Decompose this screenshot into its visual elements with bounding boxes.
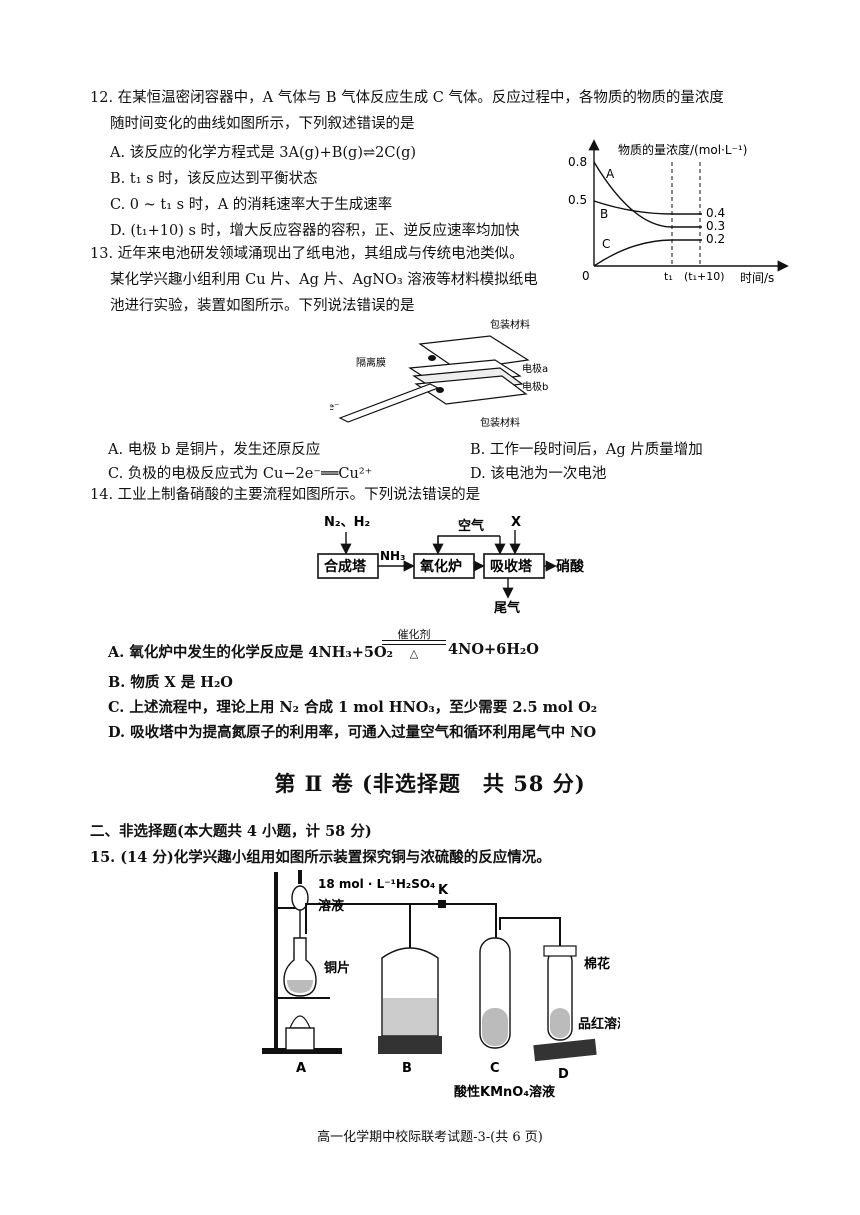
curve-a xyxy=(593,161,702,228)
q13-option-b: B. 工作一段时间后，Ag 片质量增加 xyxy=(470,442,703,458)
box3-label: 吸收塔 xyxy=(490,558,533,575)
series-label-c: C xyxy=(602,237,610,251)
q14-option-b: B. 物质 X 是 H₂O xyxy=(108,674,233,691)
y-tick-05: 0.5 xyxy=(568,193,587,207)
q14-stem: 14. 工业上制备硝酸的主要流程如图所示。下列说法错误的是 xyxy=(90,487,481,503)
box1-label: 合成塔 xyxy=(324,558,367,575)
q12-option-c: C. 0 ~ t₁ s 时，A 的消耗速率大于生成速率 xyxy=(110,197,393,213)
q13-stem-line2: 某化学兴趣小组利用 Cu 片、Ag 片、AgNO₃ 溶液等材料模拟纸电 xyxy=(110,272,538,288)
q13-option-a: A. 电极 b 是铜片，发生还原反应 xyxy=(108,442,321,458)
series-label-a: A xyxy=(606,167,615,181)
x-tick-t1: t₁ xyxy=(664,270,673,283)
flow-input: N₂、H₂ xyxy=(324,515,370,530)
q14-option-c: C. 上述流程中，理论上用 N₂ 合成 1 mol HNO₃，至少需要 2.5 … xyxy=(108,699,598,716)
flow-nh3: NH₃ xyxy=(380,549,405,563)
label-solution: 溶液 xyxy=(318,898,344,914)
label-pinhong: 品红溶液 xyxy=(578,1016,620,1032)
chart-ylabel: 物质的量浓度/(mol·L⁻¹) xyxy=(618,142,747,157)
end-label-02: 0.2 xyxy=(706,232,725,246)
label-copper: 铜片 xyxy=(323,960,350,976)
x-tick-t1-plus-10: (t₁+10) xyxy=(684,270,725,283)
apparatus-figure: 18 mol · L⁻¹H₂SO₄ 溶液 K 铜片 棉花 品红溶液 A B C … xyxy=(262,870,620,1100)
stand-d xyxy=(533,1038,597,1062)
label-acid: 18 mol · L⁻¹H₂SO₄ xyxy=(318,877,435,891)
burner-flame xyxy=(289,1015,311,1029)
box-oxidation-furnace xyxy=(413,553,475,579)
q15-stem: 15. (14 分)化学兴趣小组用如图所示装置探究铜与浓硫酸的反应情况。 xyxy=(90,849,551,866)
alcohol-lamp xyxy=(285,1027,315,1051)
wire xyxy=(338,383,440,423)
y-tick-08: 0.8 xyxy=(568,155,587,169)
label-kmno4: 酸性KMnO₄溶液 xyxy=(454,1084,555,1100)
q12-option-d: D. (t₁+10) s 时，增大反应容器的容积，正、逆反应速率均加快 xyxy=(110,223,520,239)
end-label-04: 0.4 xyxy=(706,206,725,220)
section-title: 第 Ⅱ 卷 (非选择题 共 58 分) xyxy=(274,771,586,796)
label-separator: 隔离膜 xyxy=(356,356,386,369)
box-absorption-tower xyxy=(483,553,545,579)
curve-c xyxy=(593,239,702,267)
ring-stand-rod xyxy=(274,872,278,1052)
q12-option-b: B. t₁ s 时，该反应达到平衡状态 xyxy=(110,171,318,187)
q13-option-d: D. 该电池为一次电池 xyxy=(470,466,607,482)
q14-option-d: D. 吸收塔中为提高氮原子的利用率，可通入过量空气和循环利用尾气中 NO xyxy=(108,724,597,741)
chart-origin: 0 xyxy=(582,269,590,283)
box-synthesis-tower xyxy=(317,553,379,579)
chart-xlabel: 时间/s xyxy=(740,271,774,285)
q12-stem-line1: 12. 在某恒温密闭容器中，A 气体与 B 气体反应生成 C 气体。反应过程中，… xyxy=(90,90,724,106)
electron-label: e⁻ xyxy=(330,402,339,413)
top-packaging xyxy=(418,335,530,371)
page-footer: 高一化学期中校际联考试题-3-(共 6 页) xyxy=(317,1130,543,1145)
q14-option-a-rhs: 4NO+6H₂O xyxy=(448,641,539,658)
q13-option-c: C. 负极的电极反应式为 Cu−2e⁻══Cu²⁺ xyxy=(108,466,373,482)
q14-heat: △ xyxy=(409,647,419,660)
flow-tail-gas: 尾气 xyxy=(494,600,520,616)
curve-b xyxy=(593,200,702,215)
bottom-packaging xyxy=(414,375,528,405)
q14-catalyst: 催化剂 xyxy=(397,628,431,641)
label-cotton: 棉花 xyxy=(584,956,610,972)
cotton-plug xyxy=(543,945,577,957)
concentration-chart: 物质的量浓度/(mol·L⁻¹) 0.8 0.5 0 t₁ (t₁+10) 时间… xyxy=(568,139,789,285)
label-pack-bottom: 包装材料 xyxy=(480,416,520,429)
label-d: D xyxy=(558,1067,569,1082)
ring-stand-base xyxy=(262,1048,342,1054)
label-electrode-b: 电极b xyxy=(522,380,548,393)
q12-option-a: A. 该反应的化学方程式是 3A(g)+B(g)⇌2C(g) xyxy=(110,145,417,161)
flow-air: 空气 xyxy=(458,518,484,534)
label-b: B xyxy=(402,1061,412,1076)
box2-label: 氧化炉 xyxy=(419,558,462,575)
q12-stem-line2: 随时间变化的曲线如图所示，下列叙述错误的是 xyxy=(110,116,415,132)
series-label-b: B xyxy=(600,207,608,221)
flow-product: 硝酸 xyxy=(556,558,585,575)
valve-k xyxy=(438,900,446,908)
label-pack-top: 包装材料 xyxy=(490,318,530,331)
paper-battery-figure: e⁻ 包装材料 隔离膜 电极a 电极b 包装材料 xyxy=(330,318,548,429)
nitric-acid-flowchart: N₂、H₂ 合成塔 NH₃ 氧化炉 吸收塔 空气 X 硝酸 尾气 xyxy=(317,515,585,616)
q13-stem-line1: 13. 近年来电池研发领域涌现出了纸电池，其组成与传统电池类似。 xyxy=(90,246,524,262)
section-heading: 二、非选择题(本大题共 4 小题，计 58 分) xyxy=(90,823,372,840)
label-a: A xyxy=(296,1061,306,1076)
stand-b xyxy=(378,1036,442,1054)
end-label-03: 0.3 xyxy=(706,219,725,233)
label-c: C xyxy=(490,1061,500,1076)
label-electrode-a: 电极a xyxy=(522,362,548,375)
q14-option-a-lhs: A. 氧化炉中发生的化学反应是 4NH₃+5O₂ xyxy=(108,644,394,661)
flow-x: X xyxy=(511,515,521,530)
label-valve: K xyxy=(438,883,449,898)
q13-stem-line3: 池进行实验，装置如图所示。下列说法错误的是 xyxy=(110,298,415,314)
